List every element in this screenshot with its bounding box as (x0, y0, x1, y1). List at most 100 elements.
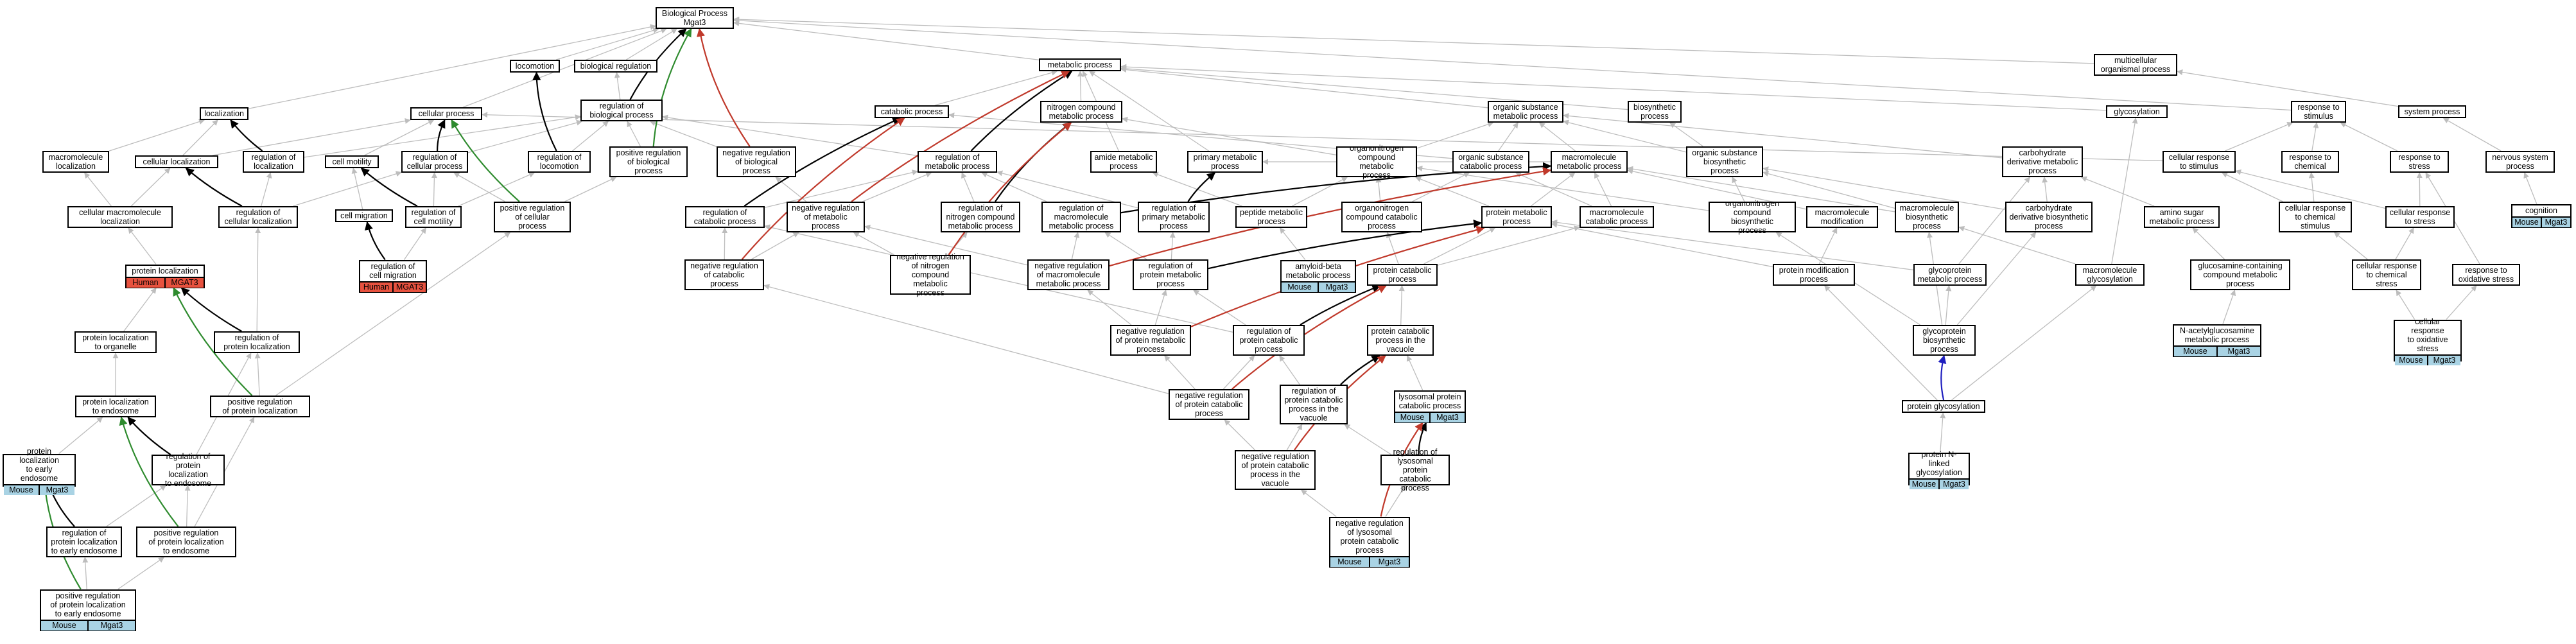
organism-badge[interactable]: Mouse (2514, 217, 2539, 227)
go-term-orgsubbio[interactable]: organic substance biosynthetic process (1686, 146, 1763, 177)
go-term-cellproc[interactable]: cellular process (410, 107, 482, 120)
go-term-locomotion[interactable]: locomotion (510, 60, 560, 73)
go-term-regprotcat[interactable]: regulation of protein catabolic process (1233, 325, 1305, 356)
go-term-regnitro[interactable]: regulation of nitrogen compound metaboli… (941, 202, 1020, 232)
organism-badge[interactable]: Mouse (2399, 355, 2423, 365)
go-term-catab[interactable]: catabolic process (875, 105, 949, 118)
go-term-organonitro[interactable]: organonitrogen compound metabolic proces… (1336, 144, 1417, 180)
go-term-regcell[interactable]: regulation of cellular process (401, 151, 468, 173)
go-term-protglyco[interactable]: protein glycosylation (1902, 400, 1985, 413)
go-term-organonitrocat[interactable]: organonitrogen compound catabolic proces… (1341, 202, 1422, 232)
go-term-regprotmetab[interactable]: regulation of protein metabolic process (1133, 259, 1208, 290)
go-term-macrobio[interactable]: macromolecule biosynthetic process (1895, 202, 1959, 232)
go-term-primary[interactable]: primary metabolic process (1187, 151, 1263, 173)
go-term-protcat[interactable]: protein catabolic process (1367, 264, 1438, 286)
go-term-cellreschemstim[interactable]: cellular response to chemical stress (2352, 259, 2421, 290)
go-term-protlocendo[interactable]: protein localization to endosome (75, 396, 156, 417)
go-term-reglocomo[interactable]: regulation of locomotion (528, 151, 591, 173)
go-term-posregprotlocearly[interactable]: positive regulation of protein localizat… (40, 589, 136, 631)
go-term-regprotloc[interactable]: regulation of protein localization (214, 331, 300, 353)
go-term-bp[interactable]: Biological Process Mgat3 (656, 7, 734, 29)
go-term-macrocat[interactable]: macromolecule catabolic process (1580, 206, 1654, 228)
go-term-bioreg[interactable]: biological regulation (574, 60, 657, 73)
go-term-sysproc[interactable]: system process (2398, 105, 2466, 118)
go-term-cellloc[interactable]: cellular localization (135, 155, 218, 168)
go-term-cellreschem[interactable]: cellular response to chemical stimulus (2279, 202, 2352, 232)
organism-badge[interactable]: Mouse (9, 485, 33, 494)
go-term-reglysoprotcat[interactable]: regulation of lysosomal protein cataboli… (1380, 448, 1450, 492)
go-term-regmetab[interactable]: regulation of metabolic process (918, 151, 997, 173)
organism-badge[interactable]: Human (132, 277, 159, 287)
go-term-protmetab[interactable]: protein metabolic process (1481, 206, 1552, 228)
go-term-protcatvac[interactable]: protein catabolic process in the vacuole (1367, 325, 1434, 356)
go-term-nitro[interactable]: nitrogen compound metabolic process (1040, 101, 1122, 123)
go-term-negregmetab[interactable]: negative regulation of metabolic process (787, 202, 865, 232)
go-term-orgsub[interactable]: organic substance metabolic process (1488, 101, 1563, 123)
go-term-macroloc[interactable]: macromolecule localization (42, 151, 109, 173)
organism-badge[interactable]: Mouse (1337, 557, 1362, 566)
go-term-macroglyco[interactable]: macromolecule glycosylation (2075, 264, 2145, 286)
go-term-regprotlocearly[interactable]: regulation of protein localization to ea… (46, 527, 122, 557)
gene-badge[interactable]: Mgat3 (2216, 346, 2260, 356)
go-term-organonitrobio[interactable]: organonitrogen compound biosynthetic pro… (1709, 199, 1796, 235)
organism-badge[interactable]: Human (363, 282, 390, 292)
go-term-macromod[interactable]: macromolecule modification (1806, 206, 1878, 228)
gene-badge[interactable]: Mgat3 (87, 620, 135, 631)
go-term-orgsubcat[interactable]: organic substance catabolic process (1452, 151, 1529, 173)
go-term-resstress[interactable]: response to stress (2390, 151, 2449, 173)
go-term-cellmot[interactable]: cell motility (325, 155, 379, 168)
go-term-regbio[interactable]: regulation of biological process (580, 100, 663, 121)
go-term-reschem[interactable]: response to chemical (2281, 151, 2339, 173)
go-term-posregprotlocendo[interactable]: positive regulation of protein localizat… (136, 527, 236, 557)
go-term-carbbio[interactable]: carbohydrate derivative biosynthetic pro… (2005, 202, 2093, 232)
go-term-regcatab[interactable]: regulation of catabolic process (685, 206, 765, 228)
gene-badge[interactable]: MGAT3 (164, 277, 204, 288)
go-term-glycobio[interactable]: glycoprotein biosynthetic process (1913, 325, 1976, 356)
gene-badge[interactable]: Mgat3 (1938, 479, 1969, 489)
gene-badge[interactable]: Mgat3 (1429, 412, 1465, 422)
go-term-protmod[interactable]: protein modification process (1773, 264, 1855, 286)
organism-badge[interactable]: Mouse (1911, 479, 1936, 489)
go-term-cellresstress[interactable]: cellular response to stress (2385, 206, 2455, 228)
go-term-negregbio[interactable]: negative regulation of biological proces… (717, 146, 796, 177)
go-term-negregprotmetab[interactable]: negative regulation of protein metabolic… (1110, 325, 1191, 356)
go-term-peptide[interactable]: peptide metabolic process (1235, 206, 1307, 228)
organism-badge[interactable]: Mouse (1287, 282, 1312, 292)
organism-badge[interactable]: Mouse (52, 620, 76, 630)
gene-badge[interactable]: Mgat3 (2541, 217, 2570, 227)
go-term-regprimary[interactable]: regulation of primary metabolic process (1138, 202, 1210, 232)
go-term-aminosugar[interactable]: amino sugar metabolic process (2144, 206, 2220, 228)
go-term-regprotcatvac[interactable]: regulation of protein catabolic process … (1280, 385, 1348, 424)
go-term-resstim[interactable]: response to stimulus (2291, 101, 2346, 123)
go-term-regprotlocendo[interactable]: regulation of protein localization to en… (152, 452, 225, 488)
go-term-negregnitro[interactable]: negative regulation of nitrogen compound… (890, 252, 971, 297)
go-term-negregprotcatvac[interactable]: negative regulation of protein catabolic… (1235, 450, 1316, 490)
go-term-negregcatab[interactable]: negative regulation of catabolic process (684, 259, 764, 290)
go-term-glucosamine[interactable]: glucosamine-containing compound metaboli… (2190, 259, 2290, 290)
go-term-loc[interactable]: localization (200, 107, 248, 120)
go-term-posregbio[interactable]: positive regulation of biological proces… (609, 146, 688, 177)
go-term-regcellloc[interactable]: regulation of cellular localization (218, 206, 298, 228)
go-term-resoxid[interactable]: response to oxidative stress (2452, 264, 2520, 286)
go-term-negregprotcat[interactable]: negative regulation of protein catabolic… (1169, 389, 1249, 420)
organism-badge[interactable]: Mouse (1400, 412, 1425, 422)
go-term-nervsys[interactable]: nervous system process (2485, 151, 2555, 173)
gene-badge[interactable]: Mgat3 (2427, 355, 2460, 365)
go-term-negregmacro[interactable]: negative regulation of macromolecule met… (1027, 259, 1110, 290)
go-term-metab[interactable]: metabolic process (1039, 58, 1121, 71)
go-term-negreglyso[interactable]: negative regulation of lysosomal protein… (1329, 516, 1410, 568)
go-term-cellresstim[interactable]: cellular response to stimulus (2163, 151, 2236, 173)
go-term-multi[interactable]: multicellular organismal process (2094, 54, 2177, 76)
gene-badge[interactable]: Mgat3 (1369, 557, 1409, 567)
go-term-macrometab[interactable]: macromolecule metabolic process (1551, 151, 1628, 173)
gene-badge[interactable]: Mgat3 (39, 485, 74, 495)
organism-badge[interactable]: Mouse (2183, 346, 2207, 356)
go-term-regcellmot[interactable]: regulation of cell motility (405, 206, 462, 228)
go-term-posregcell[interactable]: positive regulation of cellular process (494, 202, 571, 232)
